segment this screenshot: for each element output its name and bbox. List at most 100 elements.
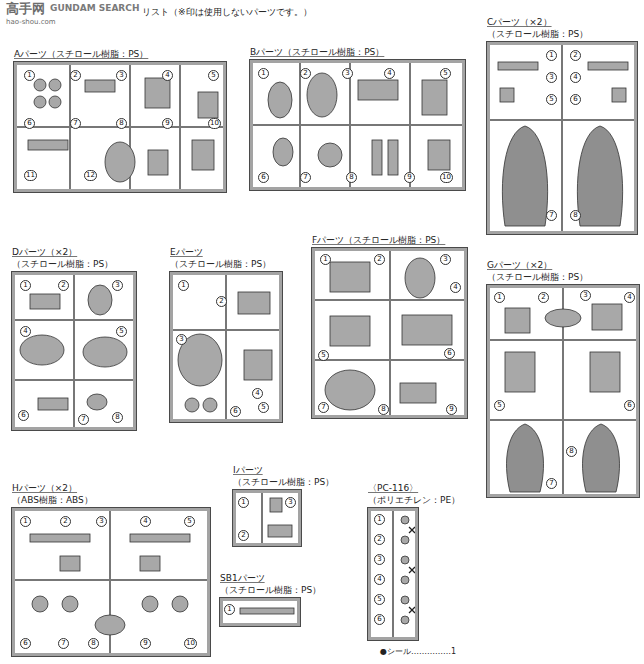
part-name: Hパーツ（×2） — [12, 482, 93, 494]
callout-number: 12 — [84, 170, 97, 181]
part-name: Gパーツ（×2） — [487, 259, 588, 271]
callout-number: 3 — [342, 68, 353, 79]
callout-number: 9 — [404, 172, 415, 183]
callout-number: 5 — [184, 516, 195, 527]
part-name: Aパーツ（スチロール樹脂：PS） — [14, 48, 148, 60]
part-name: （スチロール樹脂：PS） — [487, 28, 588, 40]
callout-number: 4 — [20, 326, 31, 337]
part-name: （スチロール樹脂：PS） — [487, 271, 588, 283]
callout-number: 3 — [440, 254, 451, 265]
callout-number: 1 — [320, 254, 331, 265]
part-name: Iパーツ — [233, 464, 334, 476]
callout-number: 7 — [70, 118, 81, 129]
callout-number: 1 — [224, 604, 235, 615]
callout-number: 1 — [20, 516, 31, 527]
part-name: Eパーツ — [170, 246, 271, 258]
callout-number: 3 — [116, 70, 127, 81]
callout-number: 2 — [570, 50, 581, 61]
part-name: （ポリエチレン：PE） — [368, 494, 460, 506]
callout-number: 1 — [238, 497, 249, 508]
part-name: （スチロール樹脂：PS） — [12, 258, 113, 270]
sticker-note: ●シール……………1 — [380, 646, 456, 657]
runner-frame: Dパーツ（×2）（スチロール樹脂：PS） — [12, 272, 136, 430]
callout-number: 7 — [78, 414, 89, 425]
callout-number: 9 — [162, 118, 173, 129]
runner-frame: Bパーツ（スチロール樹脂：PS） — [250, 60, 465, 190]
callout-number: 4 — [624, 292, 635, 303]
part-name: （スチロール樹脂：PS） — [220, 584, 321, 596]
callout-number: 1 — [258, 68, 269, 79]
callout-number: 7 — [318, 402, 329, 413]
callout-number: 2 — [58, 280, 69, 291]
callout-number: 8 — [378, 404, 389, 415]
callout-number: 4 — [384, 68, 395, 79]
callout-number: 8 — [566, 446, 577, 457]
callout-number: 2 — [70, 70, 81, 81]
callout-number: 3 — [546, 72, 557, 83]
callout-number: 1 — [24, 70, 35, 81]
callout-number: 7 — [546, 210, 557, 221]
part-name: SB1パーツ — [220, 572, 321, 584]
callout-number: 2 — [238, 530, 249, 541]
callout-number: 2 — [300, 68, 311, 79]
callout-number: 6 — [624, 400, 635, 411]
part-name: （スチロール樹脂：PS） — [170, 258, 271, 270]
part-name: （ABS樹脂：ABS） — [12, 494, 93, 506]
callout-number: 8 — [346, 172, 357, 183]
callout-number: 10 — [440, 172, 453, 183]
runner-heading: Iパーツ（スチロール樹脂：PS） — [233, 464, 334, 488]
callout-number: 1 — [546, 50, 557, 61]
callout-number: 10 — [208, 118, 221, 129]
runner-heading: 〈PC-116〉（ポリエチレン：PE） — [368, 482, 460, 506]
runner-heading: Hパーツ（×2）（ABS樹脂：ABS） — [12, 482, 93, 506]
list-title: リスト（※印は使用しないパーツです。） — [142, 6, 312, 19]
callout-number: 1 — [20, 280, 31, 291]
callout-number: 7 — [546, 478, 557, 489]
callout-number: 1 — [494, 292, 505, 303]
callout-number: 4 — [162, 70, 173, 81]
callout-number: 7 — [58, 638, 69, 649]
callout-number: 2 — [60, 516, 71, 527]
runner-frame: Fパーツ（スチロール樹脂：PS） — [312, 248, 467, 418]
runner-frame: Hパーツ（×2）（ABS樹脂：ABS） — [12, 508, 210, 656]
watermark: hao-shou.com — [6, 18, 56, 26]
callout-number: 4 — [570, 72, 581, 83]
callout-number: 4 — [140, 516, 151, 527]
runner-heading: Gパーツ（×2）（スチロール樹脂：PS） — [487, 259, 588, 283]
part-name: （スチロール樹脂：PS） — [233, 476, 334, 488]
callout-number: 8 — [88, 638, 99, 649]
callout-number: 8 — [116, 118, 127, 129]
callout-number: 6 — [18, 410, 29, 421]
runner-heading: Aパーツ（スチロール樹脂：PS） — [14, 48, 148, 60]
callout-number: 8 — [112, 412, 123, 423]
callout-number: 5 — [374, 594, 385, 605]
callout-number: 6 — [374, 614, 385, 625]
callout-number: 8 — [570, 210, 581, 221]
callout-number: 4 — [374, 574, 385, 585]
callout-number: 2 — [538, 292, 549, 303]
part-name: 〈PC-116〉 — [368, 482, 460, 494]
callout-number: 7 — [300, 172, 311, 183]
part-name: Bパーツ（スチロール樹脂：PS） — [250, 46, 384, 58]
callout-number: 6 — [258, 172, 269, 183]
callout-number: 2 — [374, 534, 385, 545]
runner-heading: SB1パーツ（スチロール樹脂：PS） — [220, 572, 321, 596]
runner-heading: Dパーツ（×2）（スチロール樹脂：PS） — [12, 246, 113, 270]
callout-number: 9 — [446, 404, 457, 415]
callout-number: 3 — [112, 280, 123, 291]
part-name: Fパーツ（スチロール樹脂：PS） — [312, 234, 445, 246]
watermark: 高手网 — [6, 0, 45, 18]
callout-number: 5 — [440, 68, 451, 79]
callout-number: 5 — [208, 70, 219, 81]
runner-heading: Fパーツ（スチロール樹脂：PS） — [312, 234, 445, 246]
callout-number: 3 — [285, 497, 296, 508]
runner-frame: Cパーツ（×2）（スチロール樹脂：PS） — [487, 42, 637, 234]
callout-number: 5 — [546, 94, 557, 105]
part-name: Cパーツ（×2） — [487, 16, 588, 28]
runner-heading: Bパーツ（スチロール樹脂：PS） — [250, 46, 384, 58]
runner-heading: Cパーツ（×2）（スチロール樹脂：PS） — [487, 16, 588, 40]
callout-number: 5 — [116, 326, 127, 337]
callout-number: 6 — [20, 638, 31, 649]
callout-number: 6 — [444, 348, 455, 359]
callout-number: 9 — [140, 638, 151, 649]
